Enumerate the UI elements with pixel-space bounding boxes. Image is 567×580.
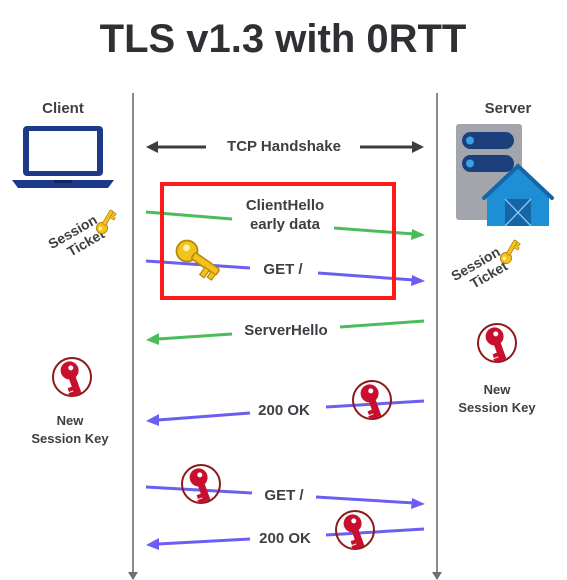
client-lifeline-arrowhead bbox=[128, 572, 138, 580]
serverhello-arrow-line-b bbox=[157, 332, 233, 341]
tcp-arrow-right-head bbox=[412, 141, 424, 153]
ok2-session-key-icon bbox=[335, 510, 375, 551]
client-label: Client bbox=[42, 100, 84, 117]
clienthello-arrow-line-b bbox=[333, 226, 415, 236]
client-key-line2: Session Key bbox=[31, 431, 109, 446]
get2-label: GET / bbox=[264, 487, 304, 504]
ok2-arrow-line-a bbox=[325, 527, 425, 537]
tcp-arrow-left-head bbox=[146, 141, 158, 153]
get2-session-key-icon bbox=[181, 464, 221, 505]
server-lifeline-arrowhead bbox=[432, 572, 442, 580]
ok2-arrowhead bbox=[146, 538, 159, 550]
clienthello-arrowhead bbox=[411, 229, 425, 240]
diagram-title: TLS v1.3 with 0RTT bbox=[100, 17, 467, 61]
get2-arrow-line-a bbox=[145, 485, 253, 495]
ok2-arrow-line-b bbox=[157, 537, 251, 546]
client-key-line1: New bbox=[57, 413, 85, 428]
server-key-line2: Session Key bbox=[458, 400, 536, 415]
client-session-ticket: Session Ticket bbox=[45, 211, 107, 259]
serverhello-arrow-line-a bbox=[339, 319, 425, 329]
get-early-label: GET / bbox=[263, 261, 303, 278]
get2-arrow-line-b bbox=[315, 495, 415, 505]
server-ticket-key-icon bbox=[497, 237, 523, 267]
serverhello-arrowhead bbox=[146, 333, 159, 345]
get-early-arrowhead bbox=[411, 275, 425, 286]
ok1-label: 200 OK bbox=[258, 402, 310, 419]
clienthello-label: ClientHello bbox=[246, 197, 324, 214]
get2-arrowhead bbox=[411, 498, 425, 509]
ok1-arrowhead bbox=[146, 414, 159, 426]
client-session-key-icon bbox=[52, 357, 92, 398]
early-data-label: early data bbox=[250, 216, 321, 233]
server-icon bbox=[456, 124, 554, 227]
ok1-arrow-line-b bbox=[157, 411, 251, 422]
early-data-highlight-box bbox=[160, 182, 396, 300]
server-session-ticket: Session Ticket bbox=[448, 243, 510, 291]
serverhello-label: ServerHello bbox=[244, 322, 327, 339]
ok2-label: 200 OK bbox=[259, 530, 311, 547]
server-session-key-icon bbox=[477, 323, 517, 364]
server-label: Server bbox=[485, 100, 532, 117]
early-data-key-icon bbox=[170, 235, 225, 284]
ok1-session-key-icon bbox=[352, 380, 392, 421]
laptop-icon bbox=[12, 126, 114, 188]
clienthello-arrow-line-a bbox=[145, 210, 233, 221]
get-early-arrow-line-b bbox=[317, 271, 415, 282]
tcp-handshake-label: TCP Handshake bbox=[227, 138, 341, 155]
server-key-line1: New bbox=[484, 382, 512, 397]
